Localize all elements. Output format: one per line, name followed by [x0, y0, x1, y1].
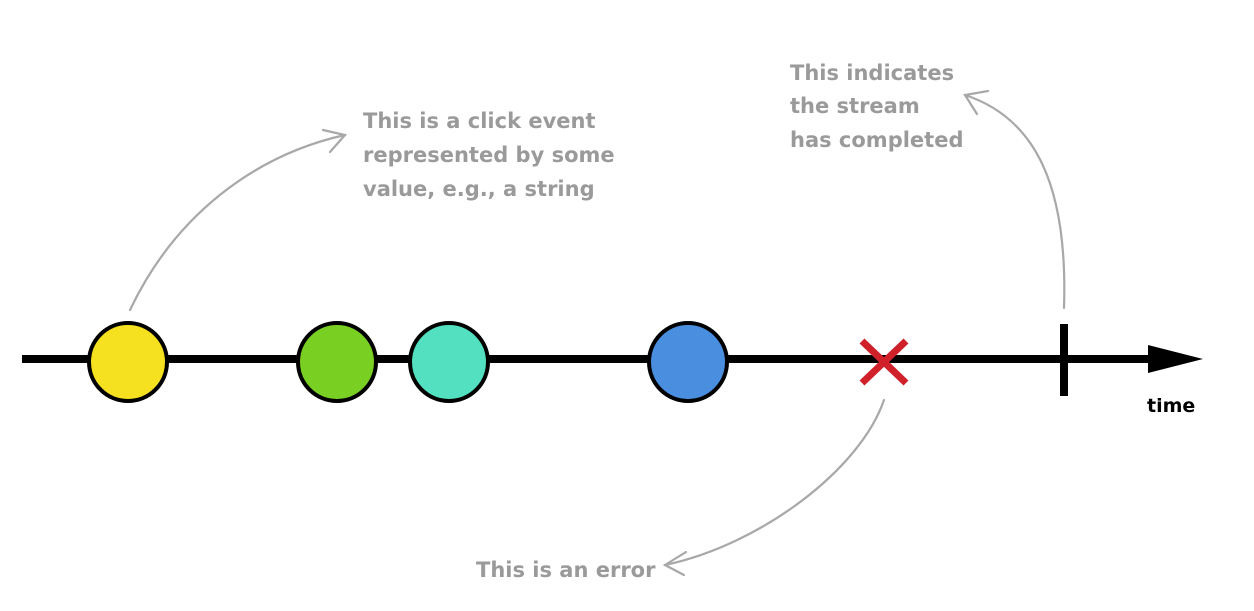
event-marble	[408, 321, 490, 403]
completed-annotation: This indicates the stream has completed	[790, 61, 963, 152]
arrowhead-icon	[662, 550, 688, 577]
x-mark-icon	[859, 338, 909, 386]
annotation-line: This indicates	[790, 61, 954, 85]
event-marble	[87, 321, 169, 403]
completed-annotation-arrow	[963, 93, 1066, 310]
timeline-arrowhead-icon	[1148, 345, 1203, 373]
annotation-line: value, e.g., a string	[363, 177, 595, 201]
arrowhead-icon	[963, 89, 990, 116]
click-annotation-arrow	[128, 133, 347, 312]
error-stroke	[859, 338, 909, 386]
annotation-line: represented by some	[363, 143, 615, 167]
click-event-annotation: This is a click event represented by som…	[363, 109, 622, 201]
annotation-line: This is an error	[476, 558, 656, 582]
annotation-line: This is a click event	[363, 109, 596, 133]
error-annotation: This is an error	[476, 558, 656, 582]
annotation-line: the stream	[790, 94, 920, 118]
time-axis-label: time	[1147, 395, 1195, 417]
event-marble	[296, 321, 378, 403]
error-annotation-arrow	[663, 398, 886, 567]
annotation-line: has completed	[790, 128, 963, 152]
arrowhead-icon	[321, 128, 348, 154]
event-marble	[647, 321, 729, 403]
